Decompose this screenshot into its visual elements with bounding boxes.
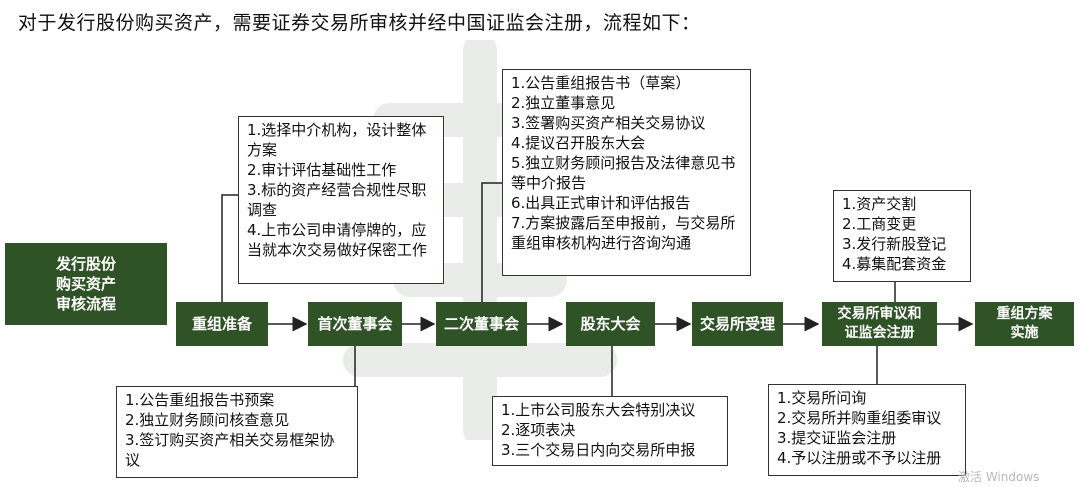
process-title-block: 发行股份 购买资产 审核流程 [5, 243, 167, 325]
note-line: 3.三个交易日内向交易所申报 [501, 441, 696, 459]
step-prep: 重组准备 [176, 302, 268, 346]
step-shareholders: 股东大会 [566, 302, 655, 346]
note-line: 2.逐项表决 [501, 421, 576, 439]
note-box-review: 1.交易所问询 2.交易所并购重组委审议 3.提交证监会注册 4.予以注册或不予… [768, 384, 966, 476]
note-line: 2.审计评估基础性工作 [247, 161, 397, 179]
note-line: 1.公告重组报告书（草案） [511, 74, 691, 92]
note-line: 3.签署购买资产相关交易协议 [511, 114, 706, 132]
note-line: 2.交易所并购重组委审议 [777, 409, 942, 427]
step-implement: 重组方案 实施 [975, 302, 1074, 346]
note-line: 2.独立董事意见 [511, 94, 616, 112]
step-second-board: 二次董事会 [436, 302, 527, 346]
note-line: 5.独立财务顾问报告及法律意见书等中介报告 [511, 154, 736, 192]
step-exchange-accept: 交易所受理 [692, 302, 783, 346]
note-line: 2.独立财务顾问核查意见 [125, 411, 290, 429]
note-line: 1.公告重组报告书预案 [125, 391, 275, 409]
note-line: 1.交易所问询 [777, 389, 867, 407]
note-box-first-board: 1.公告重组报告书预案 2.独立财务顾问核查意见 3.签订购买资产相关交易框架协… [116, 386, 358, 478]
note-line: 3.提交证监会注册 [777, 429, 897, 447]
note-line: 3.签订购买资产相关交易框架协议 [125, 431, 335, 469]
note-box-prep: 1.选择中介机构，设计整体方案 2.审计评估基础性工作 3.标的资产经营合规性尽… [238, 116, 444, 284]
note-line: 2.工商变更 [842, 215, 917, 233]
note-line: 4.上市公司申请停牌的，应当就本次交易做好保密工作 [247, 221, 428, 259]
note-line: 6.出具正式审计和评估报告 [511, 194, 691, 212]
note-box-shareholders: 1.上市公司股东大会特别决议 2.逐项表决 3.三个交易日内向交易所申报 [492, 396, 728, 466]
note-line: 1.资产交割 [842, 195, 917, 213]
watermark-graphic [343, 40, 617, 440]
note-line: 3.发行新股登记 [842, 235, 947, 253]
note-line: 1.上市公司股东大会特别决议 [501, 401, 696, 419]
note-box-second-board: 1.公告重组报告书（草案） 2.独立董事意见 3.签署购买资产相关交易协议 4.… [502, 69, 751, 276]
note-box-implement: 1.资产交割 2.工商变更 3.发行新股登记 4.募集配套资金 [833, 190, 971, 282]
note-line: 4.募集配套资金 [842, 255, 947, 273]
note-line: 7.方案披露后至申报前，与交易所重组审核机构进行咨询沟通 [511, 214, 736, 252]
windows-activation-watermark: 激活 Windows [958, 470, 1040, 484]
note-line: 4.予以注册或不予以注册 [777, 449, 942, 467]
note-line: 3.标的资产经营合规性尽职调查 [247, 181, 427, 219]
note-line: 4.提议召开股东大会 [511, 134, 646, 152]
page-title: 对于发行股份购买资产，需要证券交易所审核并经中国证监会注册，流程如下： [18, 12, 701, 34]
step-first-board: 首次董事会 [308, 302, 402, 346]
step-review-register: 交易所审议和 证监会注册 [822, 302, 937, 346]
note-line: 1.选择中介机构，设计整体方案 [247, 121, 427, 159]
